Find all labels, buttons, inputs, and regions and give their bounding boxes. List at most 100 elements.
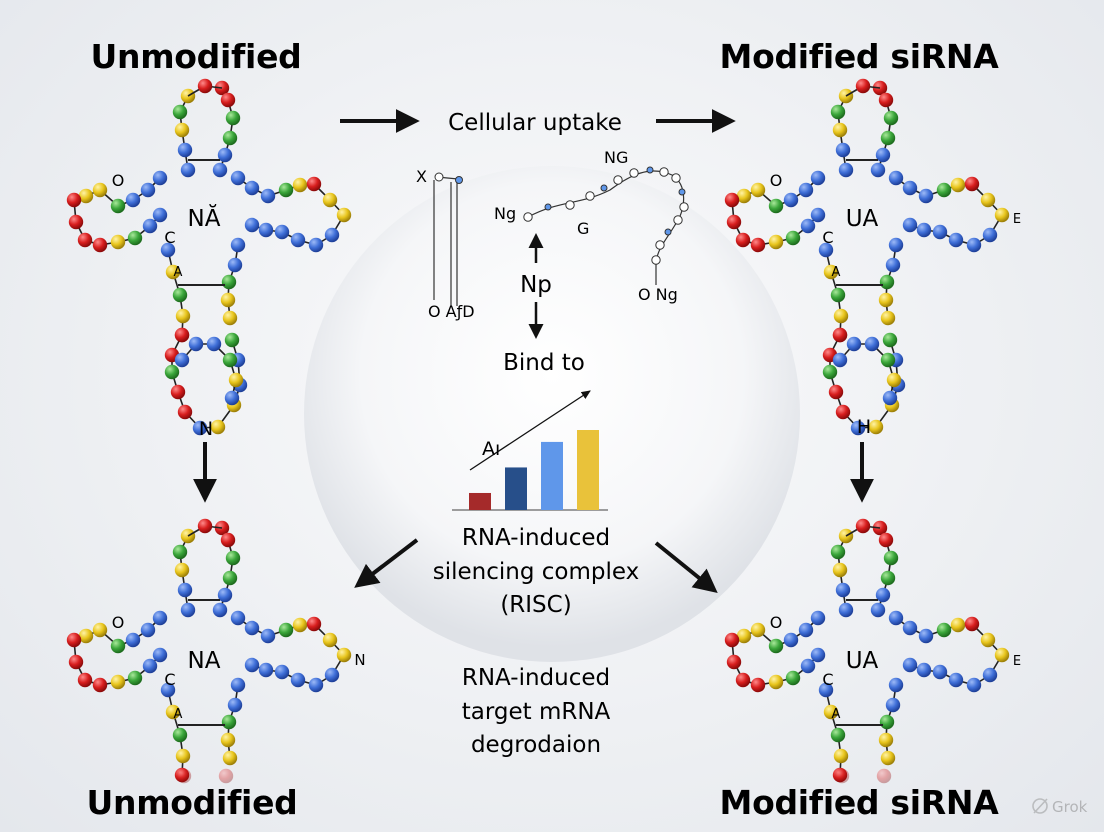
- nucleotide-bead: [308, 677, 324, 693]
- nucleotide-bead: [260, 188, 276, 204]
- nucleotide-bead: [225, 110, 241, 126]
- nucleotide-bead: [994, 207, 1010, 223]
- nucleotide-bead: [735, 232, 751, 248]
- nucleotide-bead: [222, 130, 238, 146]
- nucleotide-bead: [274, 664, 290, 680]
- nucleotide-bead: [918, 188, 934, 204]
- mol-bl-a: A: [174, 707, 183, 722]
- nucleotide-bead: [948, 232, 964, 248]
- nucleotide-bead: [750, 677, 766, 693]
- mol-br-a: A: [832, 707, 841, 722]
- nucleotide-bead: [830, 287, 846, 303]
- nucleotide-bead: [948, 672, 964, 688]
- central-disc: [304, 166, 800, 662]
- mol-bl-o: O: [112, 613, 125, 632]
- uptake-label: Cellular uptake: [448, 110, 622, 136]
- nucleotide-bead: [322, 192, 338, 208]
- nucleotide-bead: [142, 658, 158, 674]
- arrow-risc-right: [654, 541, 718, 594]
- nucleotide-bead: [785, 670, 801, 686]
- strand-curve: [527, 170, 685, 285]
- nucleotide-bead: [230, 237, 246, 253]
- molecule-unmodified-top: [66, 78, 352, 436]
- nucleotide-bead: [822, 364, 838, 380]
- nucleotide-bead: [835, 404, 851, 420]
- strand-label-x: X: [416, 167, 427, 186]
- nucleotide-bead: [110, 638, 126, 654]
- nucleotide-bead: [832, 352, 848, 368]
- nucleotide-bead: [833, 308, 849, 324]
- nucleotide-bead: [164, 364, 180, 380]
- bar-2: [505, 467, 527, 510]
- nucleotide-bead: [224, 390, 240, 406]
- nucleotide-bead: [217, 587, 233, 603]
- nucleotide-bead: [160, 242, 176, 258]
- strand-node: [544, 203, 552, 211]
- nucleotide-bead: [823, 264, 839, 280]
- molecule-modified-bottom: [724, 518, 1010, 784]
- nucleotide-bead: [818, 682, 834, 698]
- mol-tl-center: NĂ: [188, 204, 221, 232]
- nucleotide-bead: [152, 647, 168, 663]
- nucleotide-bead: [140, 622, 156, 638]
- nucleotide-bead: [206, 336, 222, 352]
- strand-node: [613, 175, 623, 185]
- molecule-modified-top: [724, 78, 1010, 436]
- nucleotide-bead: [950, 617, 966, 633]
- nucleotide-bead: [932, 664, 948, 680]
- nucleotide-bead: [172, 287, 188, 303]
- nucleotide-bead: [850, 420, 866, 436]
- nucleotide-bead: [110, 234, 126, 250]
- nucleotide-bead: [125, 632, 141, 648]
- nucleotide-bead: [936, 182, 952, 198]
- arrow-risc-left: [354, 538, 419, 588]
- nucleotide-bead: [172, 727, 188, 743]
- nucleotide-bead: [175, 748, 191, 764]
- nucleotide-bead: [290, 672, 306, 688]
- nucleotide-bead: [932, 224, 948, 240]
- nucleotide-bead: [230, 677, 246, 693]
- nucleotide-bead: [221, 274, 237, 290]
- nucleotide-bead: [324, 227, 340, 243]
- degradation-line-3: degrodaion: [471, 732, 601, 758]
- nucleotide-bead: [188, 336, 204, 352]
- nucleotide-bead: [750, 182, 766, 198]
- nucleotide-bead: [878, 532, 894, 548]
- strand-node: [646, 166, 654, 174]
- nucleotide-bead: [798, 622, 814, 638]
- nucleotide-bead: [230, 610, 246, 626]
- nucleotide-bead: [308, 237, 324, 253]
- nucleotide-bead: [830, 544, 846, 560]
- nucleotide-bead: [888, 170, 904, 186]
- nucleotide-bead: [77, 232, 93, 248]
- nucleotide-bead: [292, 177, 308, 193]
- strand-node: [600, 184, 608, 192]
- nucleotide-bead: [832, 122, 848, 138]
- risc-line-3: (RISC): [500, 592, 571, 618]
- nucleotide-bead: [964, 616, 980, 632]
- nucleotide-bead: [175, 308, 191, 324]
- faded-tail: [834, 768, 892, 784]
- nucleotide-bead: [127, 670, 143, 686]
- nucleotide-bead: [110, 674, 126, 690]
- strand-node: [565, 200, 575, 210]
- nucleotide-bead: [220, 732, 236, 748]
- nucleotide-bead: [244, 180, 260, 196]
- nucleotide-bead: [878, 292, 894, 308]
- nucleotide-bead: [197, 78, 213, 94]
- mol-bl-c: C: [164, 670, 175, 689]
- nucleotide-bead: [78, 188, 94, 204]
- nucleotide-bead: [258, 662, 274, 678]
- nucleotide-bead: [177, 404, 193, 420]
- nucleotide-bead: [180, 602, 196, 618]
- nucleotide-bead: [810, 170, 826, 186]
- nucleotide-bead: [336, 207, 352, 223]
- bar-4: [577, 430, 599, 510]
- nucleotide-bead: [306, 176, 322, 192]
- nucleotide-bead: [785, 230, 801, 246]
- mol-tl-o: O: [112, 171, 125, 190]
- nucleotide-bead: [800, 218, 816, 234]
- nucleotide-bead: [902, 620, 918, 636]
- nucleotide-bead: [127, 230, 143, 246]
- nucleotide-bead: [165, 704, 181, 720]
